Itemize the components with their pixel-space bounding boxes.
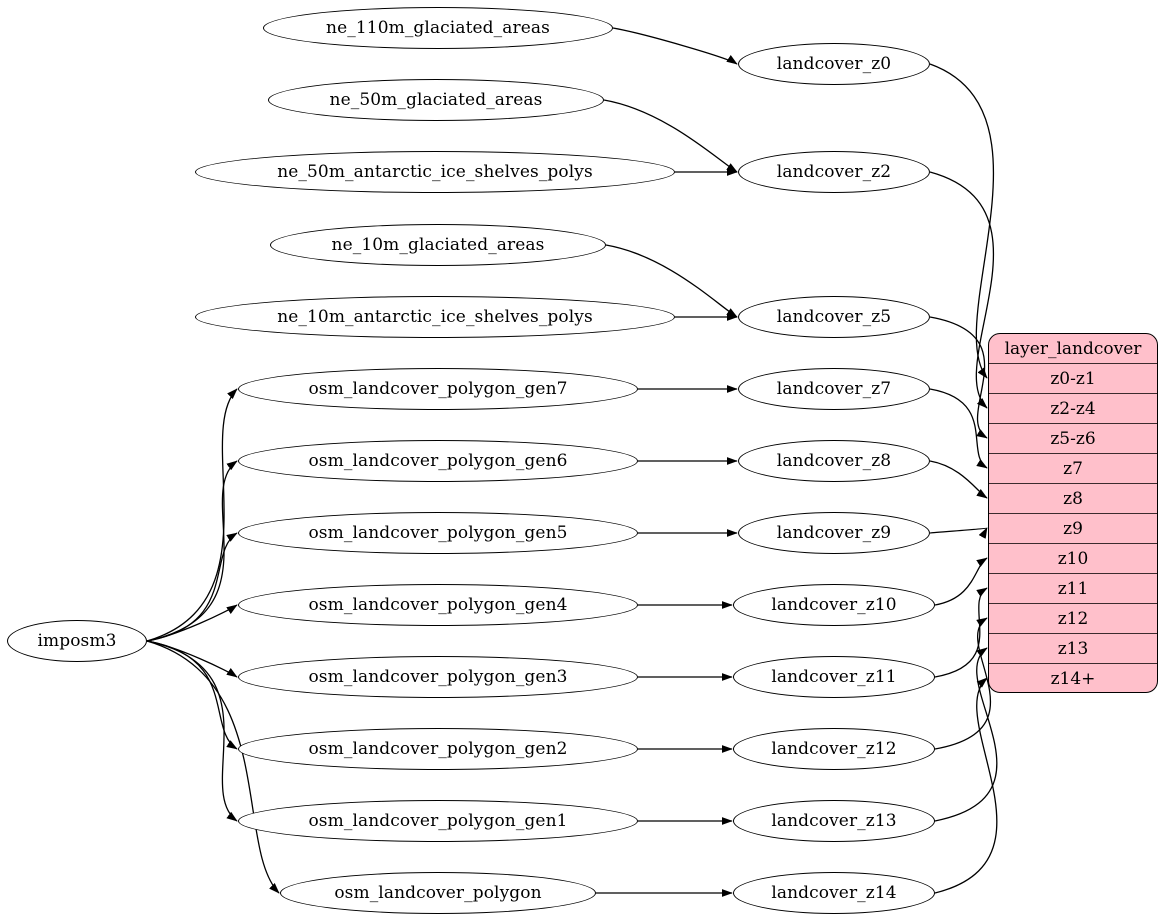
edge-imposm3-to-osm_landcover_polygon_gen7 — [146, 388, 238, 642]
layer-row-label: z13 — [1057, 638, 1089, 659]
node-label: osm_landcover_polygon_gen3 — [308, 667, 568, 687]
node-landcover_z7[interactable]: landcover_z7 — [738, 368, 930, 410]
edge-imposm3-to-osm_landcover_polygon_gen4 — [146, 604, 238, 642]
edge-imposm3-to-osm_landcover_polygon_gen1 — [146, 640, 238, 822]
layer-row-label: z9 — [1063, 518, 1083, 539]
edge-landcover_z10-to-layer_landcover:z10 — [934, 557, 988, 606]
edge-landcover_z2-to-layer_landcover:z2-z4 — [929, 171, 995, 409]
layer-table-row-z11[interactable]: z11 — [989, 574, 1157, 604]
edge-landcover_z5-to-layer_landcover:z5-z6 — [929, 316, 988, 439]
node-label: landcover_z10 — [771, 595, 897, 615]
edge-ne_110m_glaciated_areas-to-landcover_z0 — [612, 27, 738, 65]
layer-row-label: z0-z1 — [1050, 368, 1096, 389]
edge-landcover_z12-to-layer_landcover:z12 — [934, 617, 992, 750]
node-landcover_z9[interactable]: landcover_z9 — [738, 512, 930, 554]
edge-landcover_z14-to-layer_landcover:z14+ — [934, 677, 998, 894]
node-osm_landcover_polygon_gen2[interactable]: osm_landcover_polygon_gen2 — [238, 728, 638, 770]
node-landcover_z14[interactable]: landcover_z14 — [733, 872, 935, 914]
layer-row-label: z12 — [1057, 608, 1089, 629]
edge-imposm3-to-osm_landcover_polygon_gen3 — [146, 640, 238, 678]
layer-row-label: z11 — [1057, 578, 1089, 599]
node-label: ne_10m_antarctic_ice_shelves_polys — [277, 307, 593, 327]
layer-table-row-z14+[interactable]: z14+ — [989, 664, 1157, 692]
layer-table-row-z5-z6[interactable]: z5-z6 — [989, 424, 1157, 454]
node-label: ne_50m_antarctic_ice_shelves_polys — [277, 162, 593, 182]
layer-row-label: z2-z4 — [1050, 398, 1096, 419]
node-osm_landcover_polygon_gen4[interactable]: osm_landcover_polygon_gen4 — [238, 584, 638, 626]
node-label: ne_10m_glaciated_areas — [331, 235, 545, 255]
node-landcover_z13[interactable]: landcover_z13 — [733, 800, 935, 842]
layer-landcover-table[interactable]: layer_landcover z0-z1 z2-z4 z5-z6 z7 z8 z9 z10… — [988, 333, 1158, 693]
node-label: landcover_z7 — [776, 379, 892, 399]
node-landcover_z11[interactable]: landcover_z11 — [733, 656, 935, 698]
node-label: ne_50m_glaciated_areas — [329, 90, 543, 110]
layer-table-row-z2-z4[interactable]: z2-z4 — [989, 394, 1157, 424]
node-label: landcover_z2 — [776, 162, 892, 182]
node-label: osm_landcover_polygon — [334, 883, 542, 903]
node-landcover_z12[interactable]: landcover_z12 — [733, 728, 935, 770]
layer-row-label: z10 — [1057, 548, 1089, 569]
node-ne_10m_glaciated_areas[interactable]: ne_10m_glaciated_areas — [270, 224, 606, 266]
edge-landcover_z9-to-layer_landcover:z9 — [929, 527, 988, 539]
node-osm_landcover_polygon_gen1[interactable]: osm_landcover_polygon_gen1 — [238, 800, 638, 842]
node-landcover_z8[interactable]: landcover_z8 — [738, 440, 930, 482]
edge-landcover_z11-to-layer_landcover:z11 — [934, 587, 988, 678]
edge-landcover_z7-to-layer_landcover:z7 — [929, 388, 988, 469]
layer-row-label: z7 — [1063, 458, 1083, 479]
node-label: osm_landcover_polygon_gen1 — [308, 811, 568, 831]
node-landcover_z10[interactable]: landcover_z10 — [733, 584, 935, 626]
node-label: landcover_z13 — [771, 811, 897, 831]
layer-row-label: z8 — [1063, 488, 1083, 509]
node-landcover_z0[interactable]: landcover_z0 — [738, 43, 930, 85]
node-osm_landcover_polygon_gen5[interactable]: osm_landcover_polygon_gen5 — [238, 512, 638, 554]
layer-table-row-z0-z1[interactable]: z0-z1 — [989, 364, 1157, 394]
node-imposm3[interactable]: imposm3 — [7, 620, 147, 662]
layer-table-rows: z0-z1 z2-z4 z5-z6 z7 z8 z9 z10 z11 z12 z13 z14+ — [989, 364, 1157, 692]
node-landcover_z5[interactable]: landcover_z5 — [738, 296, 930, 338]
node-ne_50m_glaciated_areas[interactable]: ne_50m_glaciated_areas — [268, 79, 604, 121]
node-label: landcover_z14 — [771, 883, 897, 903]
layer-table-row-z7[interactable]: z7 — [989, 454, 1157, 484]
node-label: landcover_z9 — [776, 523, 892, 543]
node-osm_landcover_polygon_gen7[interactable]: osm_landcover_polygon_gen7 — [238, 368, 638, 410]
node-label: osm_landcover_polygon_gen4 — [308, 595, 568, 615]
layer-table-row-z9[interactable]: z9 — [989, 514, 1157, 544]
node-label: landcover_z11 — [771, 667, 897, 687]
node-label: osm_landcover_polygon_gen7 — [308, 379, 568, 399]
node-osm_landcover_polygon[interactable]: osm_landcover_polygon — [280, 872, 596, 914]
node-ne_10m_antarctic_ice_shelves_polys[interactable]: ne_10m_antarctic_ice_shelves_polys — [195, 296, 675, 338]
node-landcover_z2[interactable]: landcover_z2 — [738, 151, 930, 193]
node-label: imposm3 — [37, 631, 117, 651]
layer-table-row-z8[interactable]: z8 — [989, 484, 1157, 514]
edge-imposm3-to-osm_landcover_polygon_gen6 — [146, 460, 238, 642]
node-label: osm_landcover_polygon_gen5 — [308, 523, 568, 543]
node-label: landcover_z8 — [776, 451, 892, 471]
layer-table-header: layer_landcover — [989, 334, 1157, 364]
node-ne_50m_antarctic_ice_shelves_polys[interactable]: ne_50m_antarctic_ice_shelves_polys — [195, 151, 675, 193]
layer-row-label: z14+ — [1050, 669, 1096, 689]
edge-imposm3-to-osm_landcover_polygon_gen2 — [146, 640, 238, 750]
node-label: landcover_z5 — [776, 307, 892, 327]
layer-table-row-z10[interactable]: z10 — [989, 544, 1157, 574]
layer-row-label: z5-z6 — [1050, 428, 1096, 449]
edge-imposm3-to-osm_landcover_polygon_gen5 — [146, 532, 238, 642]
edge-landcover_z0-to-layer_landcover:z0-z1 — [929, 63, 994, 379]
layer-table-row-z13[interactable]: z13 — [989, 634, 1157, 664]
node-label: ne_110m_glaciated_areas — [326, 18, 550, 38]
node-label: osm_landcover_polygon_gen2 — [308, 739, 568, 759]
node-osm_landcover_polygon_gen6[interactable]: osm_landcover_polygon_gen6 — [238, 440, 638, 482]
node-label: osm_landcover_polygon_gen6 — [308, 451, 568, 471]
node-label: landcover_z0 — [776, 54, 892, 74]
edge-landcover_z8-to-layer_landcover:z8 — [929, 460, 988, 499]
layer-table-row-z12[interactable]: z12 — [989, 604, 1157, 634]
node-osm_landcover_polygon_gen3[interactable]: osm_landcover_polygon_gen3 — [238, 656, 638, 698]
node-label: landcover_z12 — [771, 739, 897, 759]
node-ne_110m_glaciated_areas[interactable]: ne_110m_glaciated_areas — [263, 7, 613, 49]
